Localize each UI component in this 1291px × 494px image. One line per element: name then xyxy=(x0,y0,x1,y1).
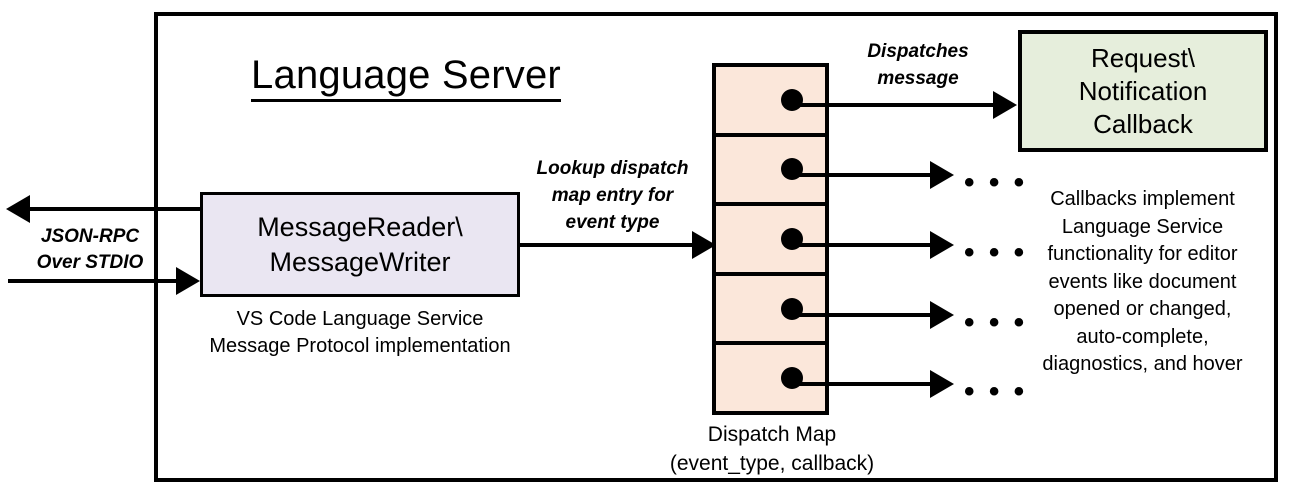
dispatch-map-caption-line-1: Dispatch Map xyxy=(707,423,837,446)
callback-caption-line-5: opened or changed, xyxy=(1053,298,1232,320)
incoming-transport-line xyxy=(8,279,178,283)
dispatch-arrow-head-1 xyxy=(993,91,1017,119)
outgoing-transport-line xyxy=(30,207,202,211)
lookup-label-line-3: event type xyxy=(565,212,660,233)
callback-caption: Callbacks implement Language Service fun… xyxy=(1010,186,1275,379)
reader-caption-line-2: Message Protocol implementation xyxy=(209,335,511,357)
dispatch-arrow-line-4 xyxy=(795,313,932,317)
callback-caption-line-6: auto-complete, xyxy=(1076,325,1209,348)
dispatch-arrow-head-3 xyxy=(930,231,954,259)
message-reader-writer-box[interactable]: MessageReader\ MessageWriter xyxy=(200,192,520,297)
dispatch-ellipsis-5: • • • xyxy=(964,375,1028,408)
language-server-boundary xyxy=(154,12,1278,482)
dispatch-arrow-line-3 xyxy=(795,243,932,247)
message-reader-writer-caption: VS Code Language Service Message Protoco… xyxy=(195,306,525,360)
language-server-title-text: Language Server xyxy=(251,53,561,102)
callback-line-2: Notification xyxy=(1078,75,1208,106)
callback-entry-dot-icon xyxy=(781,158,803,181)
request-notification-callback-box[interactable]: Request\ Notification Callback xyxy=(1018,30,1268,152)
dispatch-message-label: Dispatches message xyxy=(838,38,998,92)
transport-label-line-2: Over STDIO xyxy=(36,252,144,273)
dispatch-arrow-head-5 xyxy=(930,370,954,398)
dispatch-map-row[interactable] xyxy=(716,276,825,346)
page-title: Language Server xyxy=(236,52,576,102)
dispatch-map-row[interactable] xyxy=(716,67,825,137)
callback-caption-line-1: Callbacks implement xyxy=(1050,188,1235,210)
callback-entry-dot-icon xyxy=(781,88,803,111)
dispatch-arrow-line-1 xyxy=(795,103,995,107)
dispatch-map-caption-line-2: (event_type, callback) xyxy=(669,452,875,475)
dispatch-map-row[interactable] xyxy=(716,345,825,411)
dispatch-arrow-line-2 xyxy=(795,173,932,177)
lookup-arrow-line xyxy=(518,243,694,247)
incoming-transport-arrowhead xyxy=(176,267,200,295)
dispatch-label-line-2: message xyxy=(877,68,959,89)
transport-label: JSON-RPC Over STDIO xyxy=(20,224,160,276)
dispatch-map-row[interactable] xyxy=(716,137,825,207)
dispatch-arrow-head-4 xyxy=(930,301,954,329)
outgoing-transport-arrowhead xyxy=(6,195,30,223)
dispatch-arrow-line-5 xyxy=(795,382,932,386)
lookup-label-line-1: Lookup dispatch xyxy=(536,158,689,179)
callback-caption-line-4: events like document xyxy=(1048,270,1237,293)
callback-line-3: Callback xyxy=(1093,108,1193,139)
message-writer-label: MessageWriter xyxy=(269,246,451,277)
dispatch-arrow-head-2 xyxy=(930,161,954,189)
callback-caption-line-3: functionality for editor xyxy=(1047,243,1238,265)
transport-label-line-1: JSON-RPC xyxy=(40,226,140,247)
dispatch-map-row[interactable] xyxy=(716,206,825,276)
dispatch-map-caption: Dispatch Map (event_type, callback) xyxy=(648,420,896,478)
dispatch-map-table[interactable] xyxy=(712,63,829,415)
callback-line-1: Request\ xyxy=(1090,42,1196,73)
reader-caption-line-1: VS Code Language Service xyxy=(236,308,484,330)
lookup-label-line-2: map entry for xyxy=(551,185,674,206)
dispatch-label-line-1: Dispatches xyxy=(867,41,969,62)
callback-caption-line-2: Language Service xyxy=(1061,215,1224,238)
message-reader-label: MessageReader\ xyxy=(257,211,463,242)
lookup-arrow-label: Lookup dispatch map entry for event type xyxy=(520,155,705,236)
callback-caption-line-7: diagnostics, and hover xyxy=(1042,353,1243,375)
